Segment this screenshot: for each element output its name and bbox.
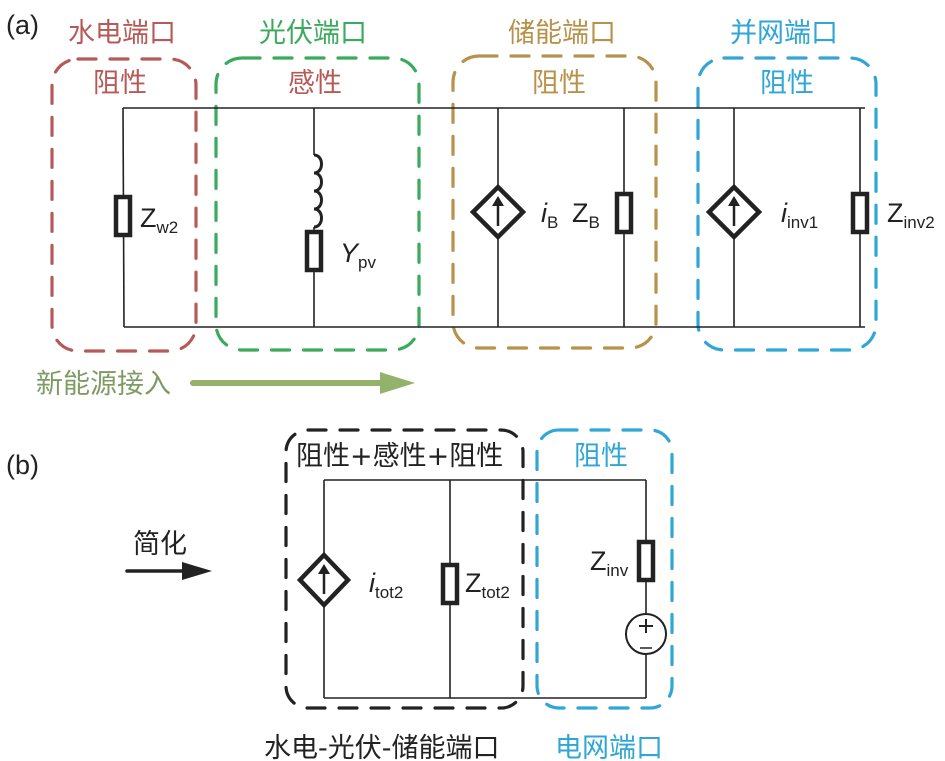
pv-port-box [214, 56, 421, 352]
grid-port-title-b: 电网端口 [555, 733, 663, 761]
hydro-port-box [50, 57, 198, 353]
dependent-current-source-ib-icon [469, 183, 527, 241]
storage-port-title: 储能端口 [508, 18, 616, 49]
itot2-label: itot2 [369, 568, 403, 602]
grid-port-box-b [535, 428, 674, 710]
storage-port-box [451, 54, 658, 350]
ztot2-resistor [440, 562, 460, 606]
dependent-current-source-iinv1-icon [705, 183, 763, 241]
ypv-resistor [304, 229, 324, 273]
pv-port-title: 光伏端口 [259, 18, 367, 49]
zb-resistor [614, 191, 634, 235]
zw2-resistor [113, 194, 133, 238]
hydro-port-type: 阻性 [93, 68, 147, 99]
hydro-port-title: 水电端口 [68, 18, 176, 49]
zinv2-label: Zinv2 [887, 198, 935, 232]
iinv1-label: iinv1 [781, 198, 818, 232]
grid-port-type-b: 阻性 [574, 441, 628, 472]
zinv-label: Zinv [590, 546, 629, 580]
pv-port-type: 感性 [288, 68, 342, 99]
zb-label: ZB [572, 198, 600, 232]
combined-port-type: 阻性+感性+阻性 [296, 441, 503, 472]
combined-port-box [284, 428, 525, 710]
grid-port-box [696, 56, 878, 352]
simplify-label: 简化 [133, 529, 187, 560]
storage-port-type: 阻性 [532, 68, 586, 99]
inductor-icon [313, 153, 323, 229]
ypv-label: Ypv [340, 238, 376, 272]
ib-label: iB [541, 198, 558, 232]
grid-port-type: 阻性 [760, 68, 814, 99]
panel-b-label: (b) [6, 450, 39, 480]
zw2-label: Zw2 [140, 203, 178, 237]
panel-a-label: (a) [6, 10, 39, 40]
zinv-resistor [636, 539, 656, 583]
new-energy-arrow-icon [190, 372, 415, 394]
dependent-current-source-itot2-icon [296, 551, 352, 609]
grid-port-title: 并网端口 [730, 18, 838, 49]
ztot2-label: Ztot2 [465, 568, 510, 602]
simplify-arrow-icon [125, 562, 212, 580]
voltage-source-icon [625, 613, 667, 655]
new-energy-access-label: 新能源接入 [36, 369, 171, 400]
combined-port-title: 水电-光伏-储能端口 [264, 733, 500, 761]
zinv2-resistor [850, 191, 870, 235]
